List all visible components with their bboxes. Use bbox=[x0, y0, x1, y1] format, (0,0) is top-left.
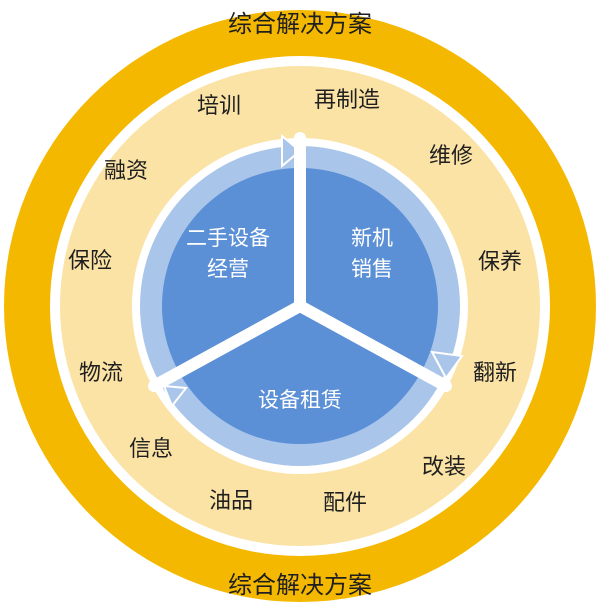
core-used-equipment-line1: 二手设备 bbox=[186, 226, 270, 250]
service-item-financing: 融资 bbox=[104, 159, 148, 184]
cycle-arrow-left-icon bbox=[162, 384, 188, 408]
outer-ring-label-bottom: 综合解决方案 bbox=[228, 571, 372, 599]
divider-right bbox=[294, 300, 452, 392]
divider-left bbox=[148, 300, 306, 392]
core-new-sales-line1: 新机 bbox=[351, 226, 393, 250]
core-rental-label: 设备租赁 bbox=[258, 388, 342, 412]
service-item-information: 信息 bbox=[129, 437, 173, 462]
service-item-logistics: 物流 bbox=[79, 361, 123, 386]
cycle-arrow-top-icon bbox=[281, 133, 302, 169]
service-item-maintenance: 保养 bbox=[478, 250, 522, 275]
service-item-modification: 改装 bbox=[422, 455, 466, 480]
core-used-equipment-line2: 经营 bbox=[207, 257, 249, 281]
cycle-arrow-right-icon bbox=[430, 350, 464, 380]
service-item-parts: 配件 bbox=[323, 491, 367, 516]
service-item-repair: 维修 bbox=[429, 144, 473, 169]
service-item-lubricants: 油品 bbox=[209, 489, 253, 514]
service-item-refurbish: 翻新 bbox=[473, 361, 517, 386]
core-new-sales-line2: 销售 bbox=[351, 257, 393, 281]
service-item-insurance: 保险 bbox=[68, 249, 112, 274]
outer-ring-label-top: 综合解决方案 bbox=[228, 10, 372, 38]
service-item-training: 培训 bbox=[197, 94, 241, 119]
service-item-remanufacture: 再制造 bbox=[314, 88, 380, 113]
